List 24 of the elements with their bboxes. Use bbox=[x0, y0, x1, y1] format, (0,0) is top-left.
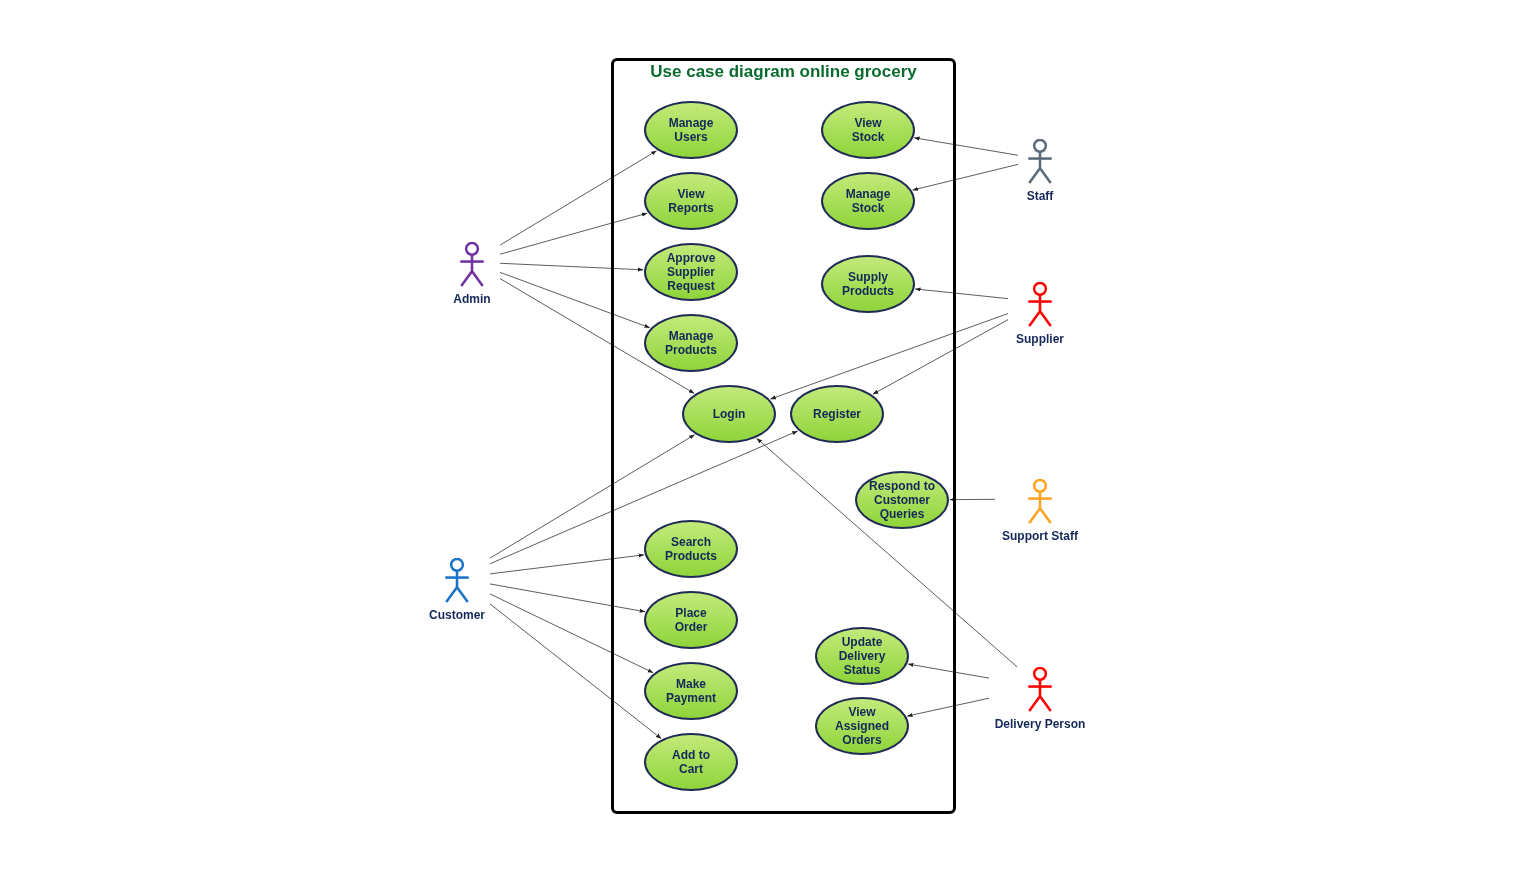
use-case-ellipse: Update Delivery Status bbox=[815, 627, 909, 685]
use-case-ellipse: Approve Supplier Request bbox=[644, 243, 738, 301]
use-case-ellipse: Search Products bbox=[644, 520, 738, 578]
use-case-ellipse: View Stock bbox=[821, 101, 915, 159]
use-case-ellipse: Manage Stock bbox=[821, 172, 915, 230]
diagram-title: Use case diagram online grocery bbox=[649, 62, 918, 82]
actor-name: Support Staff bbox=[1002, 529, 1078, 543]
use-case-ellipse: Manage Products bbox=[644, 314, 738, 372]
actor-name: Admin bbox=[453, 292, 491, 306]
use-case-ellipse: View Reports bbox=[644, 172, 738, 230]
use-case-ellipse: Respond to Customer Queries bbox=[855, 471, 949, 529]
use-case-ellipse: Manage Users bbox=[644, 101, 738, 159]
actor-name: Customer bbox=[429, 608, 485, 622]
use-case-ellipse: Add to Cart bbox=[644, 733, 738, 791]
system-boundary bbox=[611, 58, 956, 814]
use-case-ellipse: Supply Products bbox=[821, 255, 915, 313]
use-case-ellipse: Register bbox=[790, 385, 884, 443]
actor-name: Delivery Person bbox=[994, 717, 1086, 731]
actor-name: Supplier bbox=[1016, 332, 1064, 346]
actor-name: Staff bbox=[1026, 189, 1054, 203]
use-case-ellipse: Place Order bbox=[644, 591, 738, 649]
use-case-ellipse: Make Payment bbox=[644, 662, 738, 720]
use-case-ellipse: Login bbox=[682, 385, 776, 443]
use-case-ellipse: View Assigned Orders bbox=[815, 697, 909, 755]
